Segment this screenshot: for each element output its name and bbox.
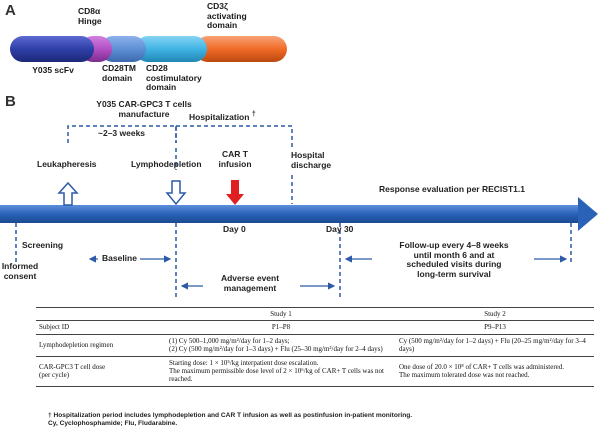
cd28-costim-segment <box>135 36 207 62</box>
scfv-segment <box>10 36 94 62</box>
response-label: Response evaluation per RECIST1.1 <box>379 184 525 194</box>
footnote-hospitalization: † Hospitalization period includes lympho… <box>48 412 413 419</box>
table-row: Subject ID P1–P8 P9–P13 <box>36 320 594 335</box>
timeline-arrow <box>0 197 598 231</box>
study1-cell: (1) Cy 500–1,000 mg/m²/day for 1–2 days;… <box>166 334 396 357</box>
scfv-label: Y035 scFv <box>32 65 74 75</box>
cd8a-hinge-label: CD8α Hinge <box>78 6 102 26</box>
study-table: Study 1 Study 2 Subject ID P1–P8 P9–P13 … <box>36 306 594 387</box>
table-row: Lymphodepletion regimen (1) Cy 500–1,000… <box>36 334 594 357</box>
leukapheresis-label: Leukapheresis <box>37 159 97 169</box>
table-row: CAR-GPC3 T cell dose (per cycle) Startin… <box>36 356 594 387</box>
baseline-label: Baseline <box>102 253 137 263</box>
lymphodepletion-label: Lymphodepletion <box>131 159 202 169</box>
study2-cell: One dose of 20.0 × 10⁸ of CAR+ T cells w… <box>396 356 594 387</box>
study1-cell: P1–P8 <box>166 320 396 335</box>
car-t-infusion-arrow <box>226 180 244 205</box>
hospital-discharge-label: Hospital discharge <box>291 150 332 170</box>
cd28tm-segment <box>100 36 146 62</box>
row-label: CAR-GPC3 T cell dose (per cycle) <box>36 356 166 387</box>
followup-label: Follow-up every 4–8 weeks until month 6 … <box>399 240 509 279</box>
day0-label: Day 0 <box>223 224 246 234</box>
panel-a-letter: A <box>5 2 16 19</box>
lymphodepletion-arrow <box>165 180 187 206</box>
screening-label: Screening <box>22 240 64 250</box>
day30-label: Day 30 <box>326 224 354 234</box>
row-label: Lymphodepletion regimen <box>36 334 166 357</box>
cd28-costim-label: CD28 costimulatory domain <box>146 63 202 92</box>
cd3z-segment <box>195 36 287 62</box>
manufacture-label: Y035 CAR-GPC3 T cells manufacture <box>96 99 192 119</box>
car-construct-diagram <box>10 36 287 62</box>
cd3z-label: CD3ζ activating domain <box>207 1 247 30</box>
table-header-cell: Study 1 <box>166 306 396 322</box>
hospitalization-bracket <box>175 125 293 148</box>
car-t-infusion-label: CAR T infusion <box>218 149 252 169</box>
cd28tm-label: CD28TM domain <box>102 63 137 83</box>
hospitalization-label: Hospitalization † <box>189 111 256 122</box>
table-header-cell: Study 2 <box>396 306 594 322</box>
dagger-mark: † <box>251 111 256 118</box>
panel-b-letter: B <box>5 93 16 110</box>
row-label: Subject ID <box>36 320 166 335</box>
treatment-timeline <box>0 125 598 298</box>
footnote-abbreviations: Cy, Cyclophosphamide; Flu, Fludarabine. <box>48 420 178 428</box>
informed-consent-label: Informed consent <box>1 261 39 281</box>
footnotes: † Hospitalization period includes lympho… <box>48 412 412 428</box>
duration-label: ~2–3 weeks <box>98 128 146 138</box>
adverse-event-label: Adverse event management <box>220 273 280 293</box>
study1-cell: Starting dose: 1 × 10⁵/kg interpatient d… <box>166 356 396 387</box>
leukapheresis-arrow <box>57 181 79 206</box>
table-header-row: Study 1 Study 2 <box>36 306 594 322</box>
study2-cell: Cy (500 mg/m²/day for 1–2 days) + Flu (2… <box>396 334 594 357</box>
study2-cell: P9–P13 <box>396 320 594 335</box>
table-header-cell <box>36 306 166 322</box>
